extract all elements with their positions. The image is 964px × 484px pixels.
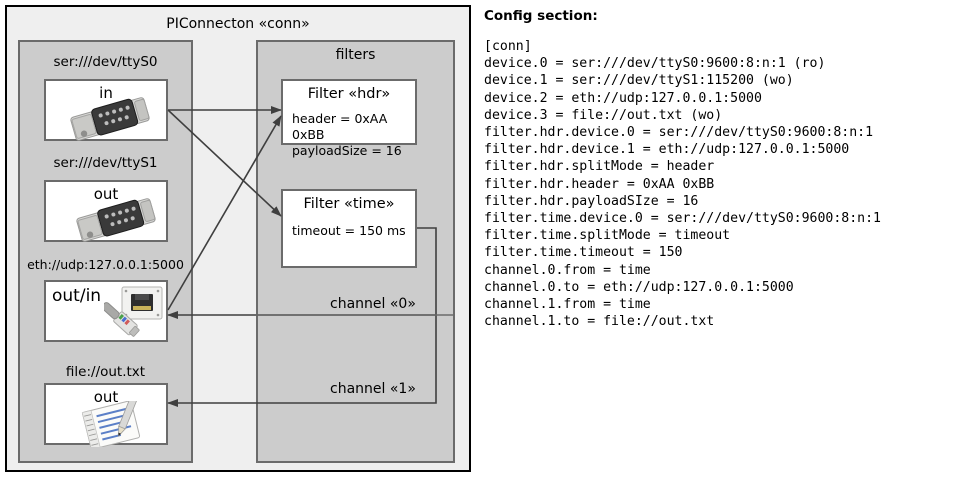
config-heading: Config section:: [484, 8, 598, 24]
device-io-file: out: [93, 388, 119, 406]
device-io-eth: out/in: [52, 286, 102, 306]
serial-port-icon: [76, 198, 156, 242]
device-label-eth: eth://udp:127.0.0.1:5000: [27, 257, 184, 272]
filter-prop: payloadSize = 16: [292, 143, 402, 158]
filter-title-time: Filter «time»: [303, 196, 395, 212]
device-label-file: file://out.txt: [65, 364, 146, 380]
filter-card-hdr[interactable]: Filter «hdr» header = 0xAA 0xBB payloadS…: [281, 79, 417, 158]
device-label-ttys0: ser:///dev/ttyS0: [53, 54, 158, 70]
filters-panel-title: filters: [335, 47, 376, 63]
filter-prop: timeout = 150 ms: [292, 223, 406, 238]
page-title: PIConnecton «conn»: [166, 16, 310, 32]
device-io-ttys1: out: [93, 185, 119, 203]
filter-prop: header = 0xAA 0xBB: [292, 111, 388, 142]
device-card-ttys1[interactable]: out: [44, 180, 168, 242]
filter-title-hdr: Filter «hdr»: [307, 86, 391, 102]
channel-label-1: channel «1»: [330, 381, 416, 397]
device-io-ttys0: in: [99, 84, 113, 102]
device-card-eth[interactable]: out/in: [44, 280, 168, 342]
ethernet-plug-icon: [104, 286, 163, 337]
device-card-ttys0[interactable]: in: [44, 79, 168, 141]
filter-card-time[interactable]: Filter «time» timeout = 150 ms: [281, 189, 417, 268]
device-card-file[interactable]: out: [44, 383, 168, 447]
serial-port-icon: [70, 97, 150, 141]
channel-label-0: channel «0»: [330, 296, 416, 312]
config-section: Config section: [conn] device.0 = ser://…: [484, 8, 960, 330]
filter-props-hdr: header = 0xAA 0xBB payloadSize = 16: [292, 111, 415, 159]
config-text: [conn] device.0 = ser:///dev/ttyS0:9600:…: [484, 39, 881, 330]
filter-props-time: timeout = 150 ms: [292, 223, 406, 239]
device-label-ttys1: ser:///dev/ttyS1: [53, 155, 158, 171]
text-file-icon: [81, 401, 141, 447]
